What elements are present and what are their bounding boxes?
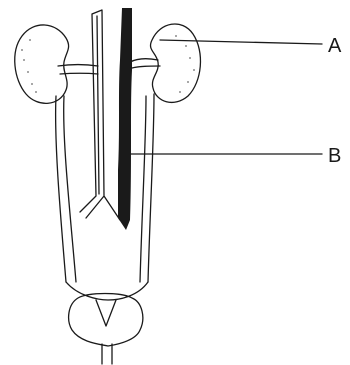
right-ureter — [140, 94, 154, 282]
vena-cava — [118, 8, 132, 230]
label-a-pointer — [160, 40, 322, 44]
bladder-inner — [96, 300, 116, 326]
kidney-stippling — [21, 35, 195, 93]
right-renal-vessel — [130, 59, 160, 68]
left-kidney — [15, 25, 69, 103]
label-b: B — [328, 145, 341, 167]
aorta-inner-line — [97, 16, 99, 194]
urinary-bladder — [69, 294, 143, 347]
aorta — [80, 10, 120, 220]
urethra — [102, 344, 112, 364]
label-a: A — [328, 35, 342, 57]
left-ureter — [56, 96, 76, 282]
